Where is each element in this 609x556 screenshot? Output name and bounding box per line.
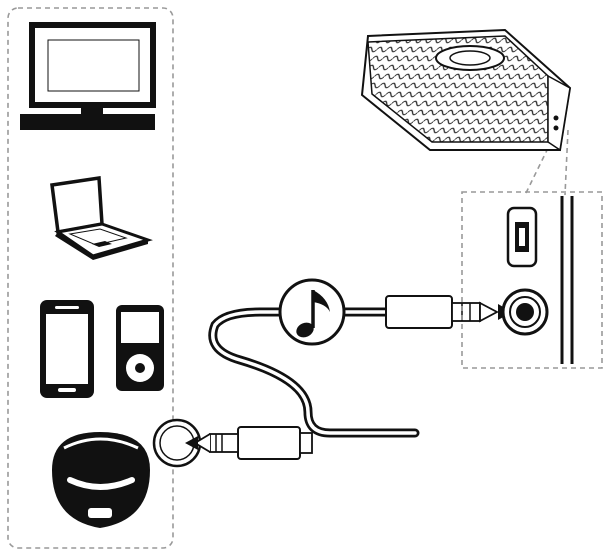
micro-usb-port-icon — [506, 206, 538, 268]
lower-plug — [185, 426, 313, 460]
portable-speaker-icon — [360, 28, 572, 152]
mp3-player-icon — [116, 305, 164, 391]
laptop-icon — [50, 175, 153, 260]
port-panel-frame — [461, 191, 603, 369]
smartphone-icon — [40, 300, 94, 398]
cd-player-icon — [52, 432, 150, 528]
audio-cable-3-5mm[interactable] — [208, 307, 420, 438]
source-devices-frame — [7, 7, 174, 549]
tv-monitor-icon — [20, 22, 156, 130]
panel-edge-lines — [560, 196, 574, 364]
aux-in-jack-icon — [501, 288, 549, 336]
music-note-icon — [278, 278, 346, 346]
upper-plug — [385, 295, 512, 329]
